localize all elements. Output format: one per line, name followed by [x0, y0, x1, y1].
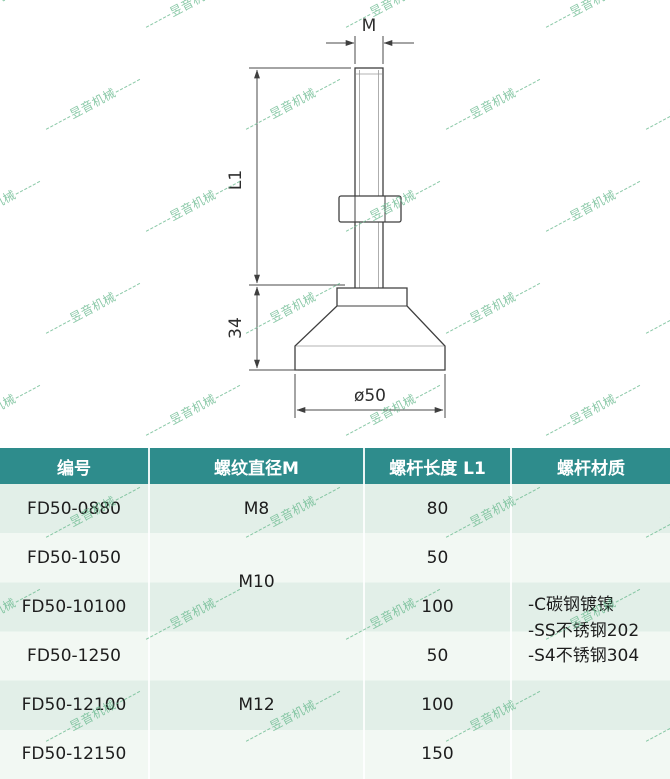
dim-label-base-height: 34: [226, 317, 246, 339]
cell-screw-length: 50: [365, 631, 512, 681]
material-line: -C碳钢镀镍: [528, 595, 615, 616]
cell-thread-m8: M8: [150, 484, 365, 534]
header-part-number: 编号: [0, 448, 150, 484]
cell-screw-length: 80: [365, 484, 512, 534]
cell-material: -C碳钢镀镍 -SS不锈钢202 -S4不锈钢304: [512, 484, 670, 779]
cell-part-number: FD50-0880: [0, 484, 150, 534]
material-line: -S4不锈钢304: [528, 646, 640, 667]
cell-screw-length: 100: [365, 680, 512, 730]
threaded-rod: [354, 67, 384, 291]
cell-thread-m10: M10: [150, 533, 365, 632]
cell-part-number: FD50-12100: [0, 680, 150, 730]
cell-part-number: FD50-1050: [0, 533, 150, 583]
cell-part-number: FD50-1250: [0, 631, 150, 681]
base-foot: [294, 287, 446, 371]
header-screw-material: 螺杆材质: [557, 458, 625, 479]
header-screw-length: 螺杆长度 L1: [365, 448, 512, 484]
cell-thread-m12: M12: [150, 631, 365, 779]
hex-nut: [338, 195, 402, 223]
dim-base-diameter: [294, 374, 446, 418]
table-header-row: 编号 螺纹直径M 螺杆长度 L1 螺杆材质: [0, 448, 670, 484]
cell-screw-length: 50: [365, 533, 512, 583]
table-body: FD50-0880 FD50-1050 FD50-10100 FD50-1250…: [0, 484, 670, 779]
dim-shaft-length: [249, 67, 351, 286]
cell-screw-length: 100: [365, 582, 512, 632]
dim-base-height: [249, 286, 298, 371]
technical-drawing-area: M L1 34 ø50: [226, 16, 446, 418]
dim-label-thread: M: [362, 16, 377, 36]
cell-part-number: FD50-12150: [0, 729, 150, 779]
dim-label-base-diameter: ø50: [354, 386, 386, 406]
cell-part-number: FD50-10100: [0, 582, 150, 632]
dim-label-length: L1: [226, 170, 246, 190]
technical-drawing: M L1 34 ø50: [226, 16, 446, 418]
material-line: -SS不锈钢202: [528, 620, 640, 641]
dim-thread-diameter: [326, 36, 414, 64]
header-thread-diameter: 螺纹直径M: [150, 448, 365, 484]
spec-table: 编号 螺纹直径M 螺杆长度 L1 螺杆材质 FD50-0880 FD50-105…: [0, 448, 670, 779]
cell-screw-length: 150: [365, 729, 512, 779]
